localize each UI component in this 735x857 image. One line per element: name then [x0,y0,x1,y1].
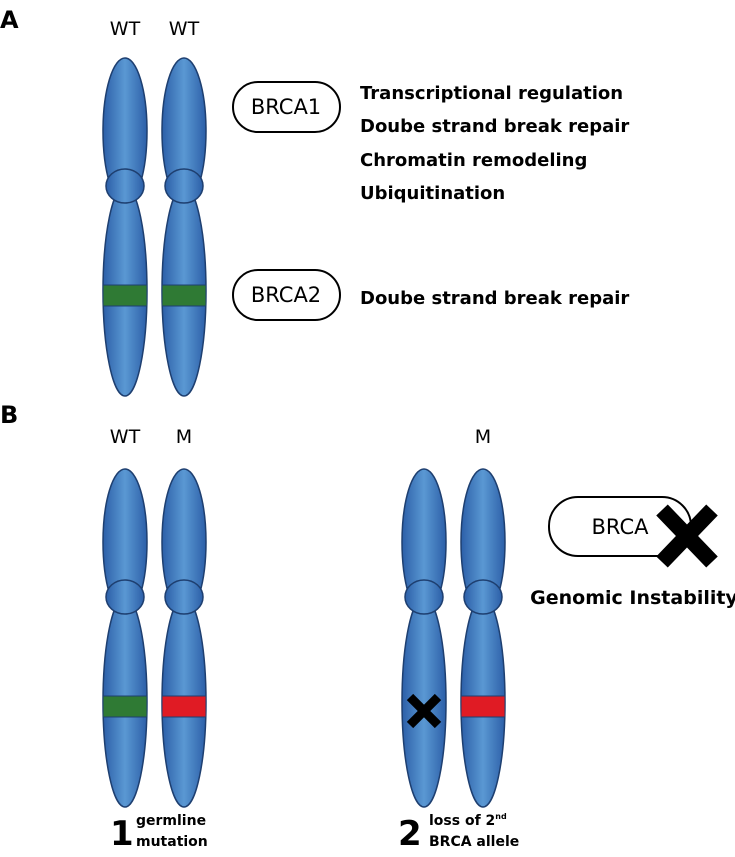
mutant-band [460,695,506,718]
brca1-pill: BRCA1 [232,81,341,133]
brca1-function-3: Chromatin remodeling [360,150,587,171]
chromosome-b2-mutant [161,468,207,808]
chromosome-label-wt-1: WT [110,18,141,40]
chromosome-b1-wild-type [102,468,148,808]
cross-icon [656,504,718,568]
chromosome-a2 [161,57,207,397]
step-1-number: 1 [110,814,134,854]
panel-a-letter: A [0,6,19,34]
brca-pill: BRCA [548,496,718,568]
step-2-line-2: BRCA allele [429,834,519,850]
chromosome-label-m-1: M [176,426,192,448]
step-2-line-1-text: loss of 2 [429,813,495,829]
step-2-line-1: loss of 2nd [429,812,507,829]
chromosome-label-wt-2: WT [169,18,200,40]
genomic-instability-label: Genomic Instability [530,587,735,609]
chromosome-b4-mutant [460,468,506,808]
chromosome-label-m-2: M [475,426,491,448]
brca1-function-4: Ubiquitination [360,183,505,204]
step-2-superscript: nd [495,812,507,821]
brca1-function-2: Doube strand break repair [360,116,629,137]
step-1-line-2: mutation [136,834,208,850]
step-1-caption: 1 germline mutation [110,813,208,854]
brca2-function-1: Doube strand break repair [360,288,629,309]
mutant-band [161,695,207,718]
chromosome-label-wt: WT [110,426,141,448]
step-1-line-1: germline [136,813,206,829]
chromosome-b3-lost-allele [401,468,447,808]
step-2-number: 2 [398,814,422,854]
brca-label: BRCA [592,515,650,539]
brca2-pill: BRCA2 [232,269,341,321]
wild-type-band [161,284,207,307]
wild-type-band [102,284,148,307]
brca1-label: BRCA1 [251,95,321,119]
wild-type-band [102,695,148,718]
chromosome-a1 [102,57,148,397]
panel-b-letter: B [0,401,18,429]
brca2-label: BRCA2 [251,283,321,307]
step-2-caption: 2 loss of 2nd BRCA allele [398,812,519,854]
cross-icon [406,693,442,729]
brca1-function-1: Transcriptional regulation [360,83,623,104]
